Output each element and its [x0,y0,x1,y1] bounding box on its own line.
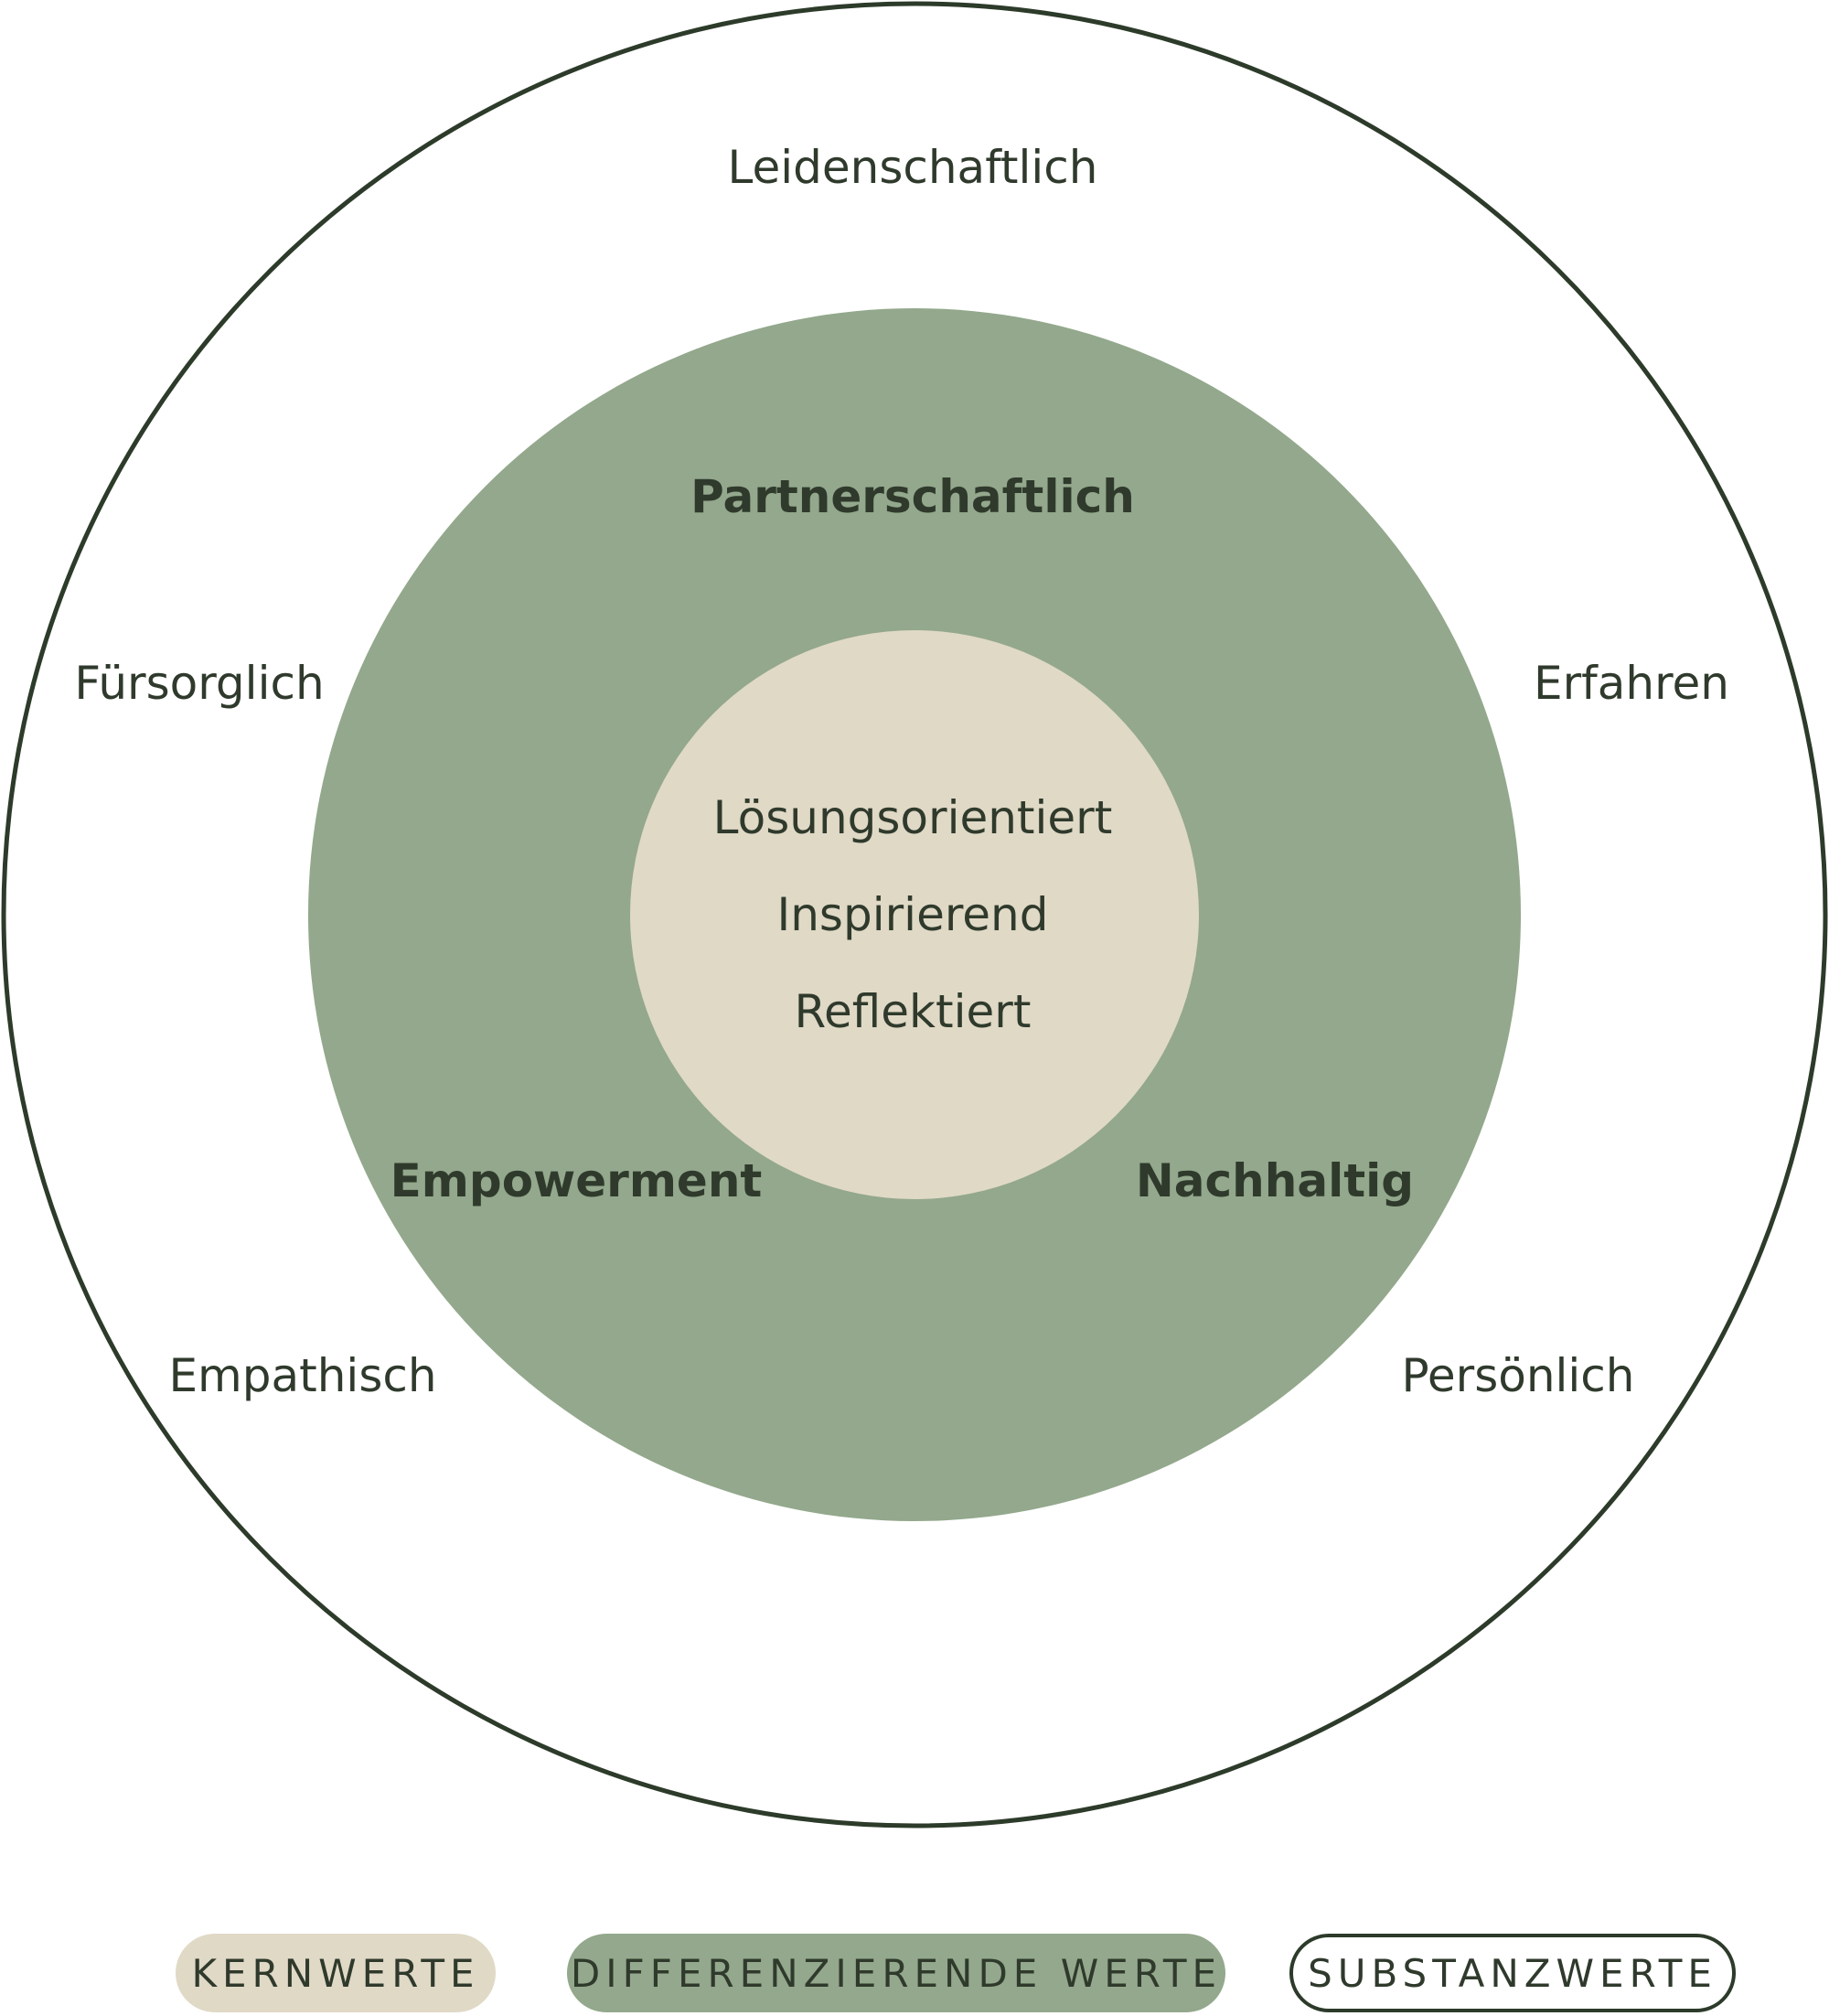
substance-value-erfahren: Erfahren [1534,657,1729,710]
differentiating-value-empowerment: Empowerment [390,1154,763,1207]
legend-label-differentiating: DIFFERENZIERENDE WERTE [571,1951,1222,1996]
differentiating-value-partnerschaftlich: Partnerschaftlich [690,470,1135,523]
legend-swatch-differentiating [567,1934,1225,2012]
legend-swatch-substance [1289,1934,1736,2012]
differentiating-value-nachhaltig: Nachhaltig [1136,1154,1414,1207]
legend: KERNWERTE DIFFERENZIERENDE WERTE SUBSTAN… [176,1934,1736,2012]
legend-item-core: KERNWERTE [176,1934,496,2012]
substance-value-persoenlich: Persönlich [1402,1349,1635,1402]
core-value-loesungsorientiert: Lösungsorientiert [713,791,1113,844]
substance-value-fuersorglich: Fürsorglich [74,657,324,710]
core-ring [630,630,1199,1199]
substance-value-leidenschaftlich: Leidenschaftlich [728,141,1098,194]
core-value-reflektiert: Reflektiert [795,985,1032,1038]
legend-item-substance: SUBSTANZWERTE [1289,1934,1736,2012]
legend-swatch-core [176,1934,496,2012]
core-value-inspirierend: Inspirierend [777,888,1049,941]
substance-value-empathisch: Empathisch [168,1349,436,1402]
legend-item-differentiating: DIFFERENZIERENDE WERTE [567,1934,1225,2012]
legend-label-substance: SUBSTANZWERTE [1308,1951,1717,1996]
legend-label-core: KERNWERTE [191,1951,479,1996]
